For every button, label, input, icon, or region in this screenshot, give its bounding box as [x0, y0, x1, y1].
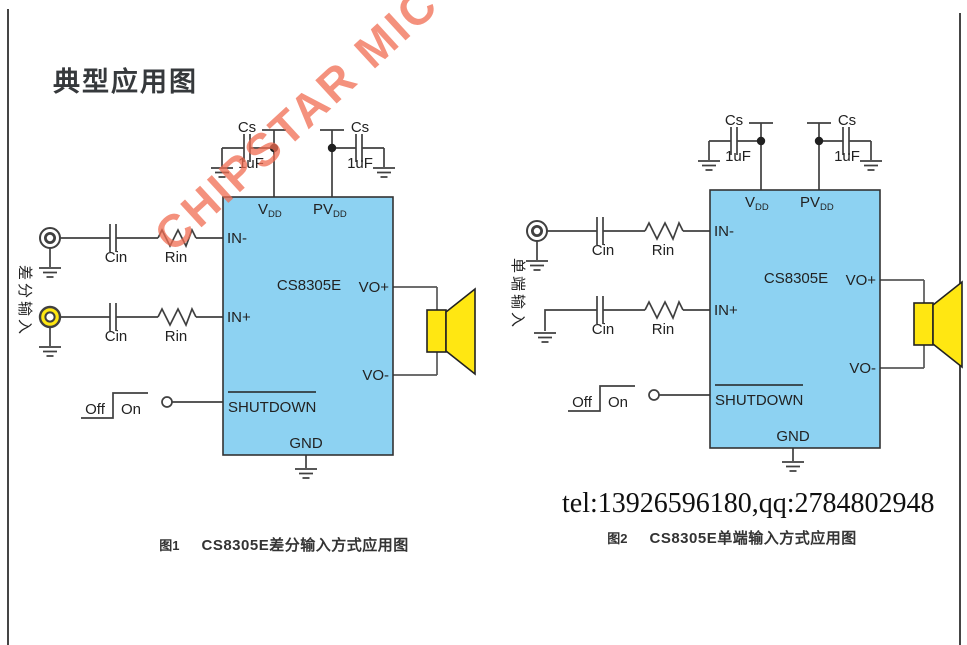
- supply-capacitor-icon: [221, 134, 251, 167]
- rin-label: Rin: [652, 242, 675, 259]
- pin-vo-minus: VO-: [849, 360, 876, 377]
- circuit-diagram-differential: Cs 1uF Cs 1uF VDD PVDD IN- IN+ CS8305E V…: [16, 119, 476, 479]
- input-jack-white-icon: [39, 227, 61, 267]
- pin-gnd: GND: [776, 428, 810, 445]
- contact-info: tel:13926596180,qq:2784802948: [562, 488, 935, 519]
- switch-on-label: On: [608, 394, 628, 411]
- cs-value: 1uF: [834, 148, 860, 165]
- supply-capacitor-icon: [842, 127, 872, 160]
- ground-icon: [295, 468, 317, 479]
- pin-vdd: VDD: [745, 194, 769, 213]
- ground-icon: [534, 332, 556, 343]
- step-waveform-icon: [568, 385, 635, 412]
- input-capacitor-icon: [596, 296, 645, 324]
- switch-off-label: Off: [85, 401, 106, 418]
- wire: [544, 309, 597, 331]
- pin-in-minus: IN-: [227, 230, 247, 247]
- switch-off-label: Off: [572, 394, 593, 411]
- step-waveform-icon: [81, 392, 148, 419]
- control-terminal-icon: [648, 389, 660, 401]
- ground-icon: [698, 160, 720, 171]
- pin-shutdown: SHUTDOWN: [715, 392, 803, 409]
- cs-value: 1uF: [238, 155, 264, 172]
- figure2-caption-text: CS8305E单端输入方式应用图: [649, 530, 857, 547]
- cs-label: Cs: [238, 119, 256, 136]
- switch-on-label: On: [121, 401, 141, 418]
- ic-body: [222, 196, 394, 456]
- cin-label: Cin: [105, 249, 128, 266]
- ic-name: CS8305E: [277, 277, 341, 294]
- pin-in-minus: IN-: [714, 223, 734, 240]
- cs-label: Cs: [351, 119, 369, 136]
- input-resistor-icon: [644, 220, 684, 242]
- cs-label: Cs: [838, 112, 856, 129]
- input-resistor-icon: [157, 227, 197, 249]
- pin-gnd: GND: [289, 435, 323, 452]
- rin-label: Rin: [165, 328, 188, 345]
- figure2-caption: 图2 CS8305E单端输入方式应用图: [582, 527, 882, 548]
- figure2-number: 图2: [607, 531, 628, 546]
- circuit-diagram-single-ended: Cs 1uF Cs 1uF VDD PVDD IN- IN+ CS8305E V…: [509, 112, 963, 472]
- input-capacitor-icon: [547, 217, 645, 245]
- input-resistor-icon: [157, 306, 197, 328]
- cs-value: 1uF: [725, 148, 751, 165]
- rin-label: Rin: [165, 249, 188, 266]
- speaker-icon: [426, 287, 476, 376]
- input-capacitor-icon: [60, 224, 158, 252]
- input-type-label: 差分输入: [16, 265, 33, 337]
- junction-dot: [756, 136, 766, 146]
- ground-icon: [211, 167, 233, 178]
- ground-icon: [860, 160, 882, 171]
- junction-dot: [814, 136, 824, 146]
- cs-label: Cs: [725, 112, 743, 129]
- ground-icon: [39, 267, 61, 278]
- supply-capacitor-icon: [355, 134, 385, 167]
- input-resistor-icon: [644, 299, 684, 321]
- cs-value: 1uF: [347, 155, 373, 172]
- ic-body: [709, 189, 881, 449]
- ic-name: CS8305E: [764, 270, 828, 287]
- speaker-icon: [913, 280, 963, 369]
- figure1-caption-text: CS8305E差分输入方式应用图: [201, 537, 409, 554]
- ground-icon: [782, 461, 804, 472]
- cin-label: Cin: [105, 328, 128, 345]
- input-jack-white-icon: [526, 220, 548, 260]
- junction-dot: [269, 143, 279, 153]
- pin-shutdown: SHUTDOWN: [228, 399, 316, 416]
- figure1-caption: 图1 CS8305E差分输入方式应用图: [134, 534, 434, 555]
- rin-label: Rin: [652, 321, 675, 338]
- input-jack-yellow-icon: [38, 305, 62, 346]
- junction-dot: [327, 143, 337, 153]
- figure1-number: 图1: [159, 538, 180, 553]
- pin-vo-plus: VO+: [359, 279, 390, 296]
- pin-in-plus: IN+: [714, 302, 738, 319]
- supply-capacitor-icon: [708, 127, 738, 160]
- pin-in-plus: IN+: [227, 309, 251, 326]
- pin-vo-plus: VO+: [846, 272, 877, 289]
- input-capacitor-icon: [60, 303, 158, 331]
- page-title: 典型应用图: [53, 67, 198, 97]
- pin-pvdd: PVDD: [313, 201, 347, 220]
- pin-vdd: VDD: [258, 201, 282, 220]
- control-terminal-icon: [161, 396, 173, 408]
- ground-icon: [39, 346, 61, 357]
- cin-label: Cin: [592, 321, 615, 338]
- input-type-label: 单端输入: [509, 258, 526, 330]
- pin-vo-minus: VO-: [362, 367, 389, 384]
- ground-icon: [526, 260, 548, 271]
- page-border-left: [7, 9, 9, 645]
- pin-pvdd: PVDD: [800, 194, 834, 213]
- cin-label: Cin: [592, 242, 615, 259]
- ground-icon: [373, 167, 395, 178]
